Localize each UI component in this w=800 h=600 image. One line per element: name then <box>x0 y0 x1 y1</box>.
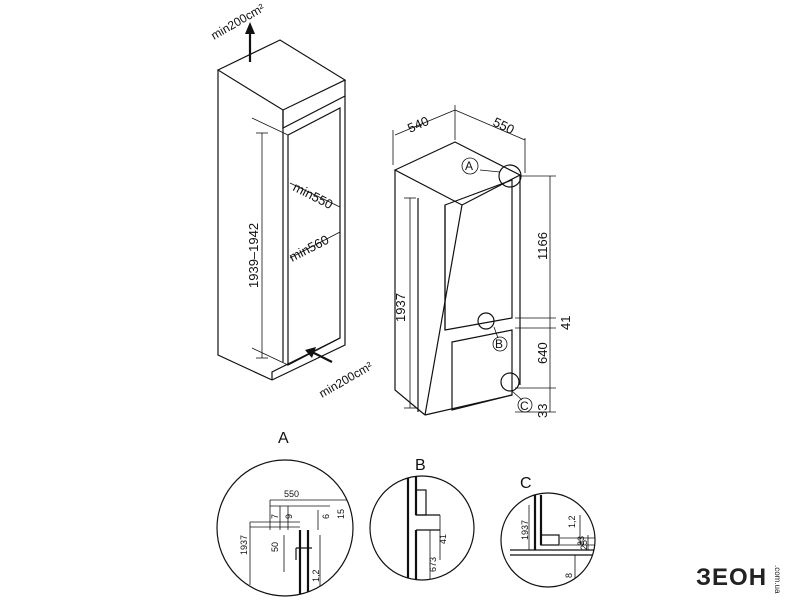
marker-b: B <box>495 337 503 351</box>
detail-c-1-2: 1,2 <box>567 515 577 528</box>
detail-a-7: 7 <box>270 514 280 519</box>
appliance-height-label: 1937 <box>393 293 408 322</box>
detail-c-title: C <box>520 475 532 492</box>
marker-c: C <box>520 399 529 413</box>
detail-a-1937: 1937 <box>239 535 249 555</box>
detail-c-1937: 1937 <box>520 520 530 540</box>
detail-a-15: 15 <box>336 509 346 519</box>
detail-c-8: 8 <box>564 573 574 578</box>
appliance-depth-label: 550 <box>491 114 517 137</box>
appliance-width-label: 540 <box>405 113 431 136</box>
niche-depth-label: min550 <box>291 179 336 212</box>
detail-c <box>500 492 596 588</box>
detail-b-673: 673 <box>428 557 438 572</box>
detail-a-6: 6 <box>321 514 331 519</box>
detail-a <box>216 459 354 597</box>
detail-a-1-2: 1,2 <box>311 569 321 582</box>
brand-logo: ЗЕОН .com.ua <box>696 564 782 594</box>
niche-bottom-vent-label: min200cm² <box>317 359 375 401</box>
detail-a-50: 50 <box>270 542 280 552</box>
detail-b <box>369 475 475 581</box>
marker-a: A <box>465 159 473 173</box>
detail-a-title: A <box>278 430 289 447</box>
niche-cabinet <box>216 22 347 381</box>
detail-b-title: B <box>415 457 426 474</box>
appliance-lower-label: 640 <box>535 342 550 364</box>
detail-b-41: 41 <box>438 534 448 544</box>
detail-a-550: 550 <box>284 489 299 499</box>
appliance-drawing <box>392 105 556 416</box>
brand-domain: .com.ua <box>773 565 782 594</box>
detail-c-25: 25 <box>579 540 589 550</box>
appliance-base-label: 33 <box>535 404 550 418</box>
niche-width-label: min560 <box>287 232 332 265</box>
brand-name: ЗЕОН <box>696 564 767 591</box>
appliance-gap-label: 41 <box>558 316 573 330</box>
appliance-upper-label: 1166 <box>535 232 550 260</box>
detail-a-9: 9 <box>284 514 294 519</box>
detail-c-33: 33 <box>576 536 586 546</box>
niche-height-label: 1939–1942 <box>246 223 261 288</box>
niche-top-vent-label: min200cm² <box>209 1 267 43</box>
